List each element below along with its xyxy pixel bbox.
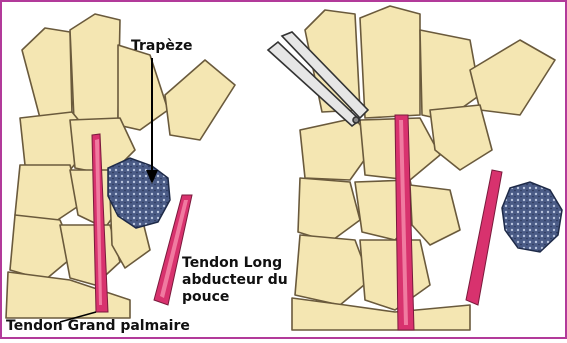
thumb-metacarpal-bone (165, 60, 235, 140)
right-panel (292, 6, 555, 330)
metacarpal-bone (22, 28, 72, 118)
thumb-metacarpal-bone (470, 40, 555, 115)
tendon-long-label-line: Tendon Long (182, 255, 288, 272)
carpal-bone (360, 240, 430, 310)
metacarpal-bone (70, 14, 120, 120)
carpal-bone (298, 178, 360, 242)
tendon-long-label-line: pouce (182, 289, 288, 306)
carpal-bone (295, 235, 370, 305)
tendon-grand-palmaire-label: Tendon Grand palmaire (6, 318, 190, 335)
metacarpal-bone (360, 6, 420, 118)
abductor-pollicis-longus-tendon (466, 170, 502, 305)
carpal-bone (430, 105, 492, 170)
radius-bone (6, 272, 130, 318)
tendon-long-abducteur-label: Tendon Long abducteur du pouce (182, 255, 288, 306)
tendon-long-label-line: abducteur du (182, 272, 288, 289)
trapeze-label: Trapèze (131, 38, 193, 55)
metacarpal-bone (118, 45, 168, 130)
removed-trapezium-bone (502, 182, 562, 252)
carpal-bone (410, 185, 460, 245)
